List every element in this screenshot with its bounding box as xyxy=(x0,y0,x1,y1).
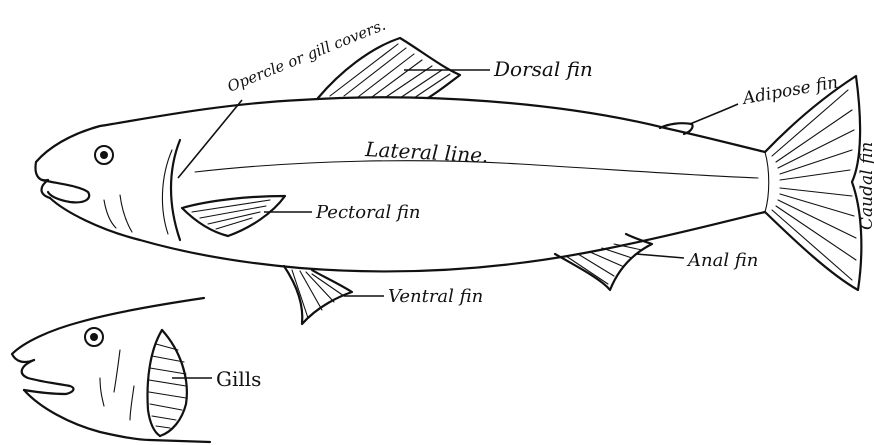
ventral-fin xyxy=(284,266,352,324)
label-pectoral-fin: Pectoral fin xyxy=(315,202,421,223)
leader-lines xyxy=(172,70,738,378)
label-ventral-fin: Ventral fin xyxy=(388,286,483,307)
fish-eye xyxy=(95,146,113,164)
leader-adipose xyxy=(690,104,738,124)
label-dorsal-fin: Dorsal fin xyxy=(493,57,593,81)
leader-anal xyxy=(636,254,684,258)
label-anal-fin: Anal fin xyxy=(686,250,758,271)
label-lateral-line: Lateral line. xyxy=(364,137,489,167)
label-adipose-fin: Adipose fin xyxy=(739,73,839,110)
fish-mouth xyxy=(42,180,90,202)
fish-body xyxy=(36,97,769,271)
caudal-fin xyxy=(765,76,861,290)
opercle-curves xyxy=(104,140,180,240)
pectoral-fin xyxy=(182,196,285,236)
label-gills: Gills xyxy=(216,367,261,391)
head-detail xyxy=(12,298,210,442)
label-caudal-fin: Caudal fin xyxy=(857,142,874,230)
